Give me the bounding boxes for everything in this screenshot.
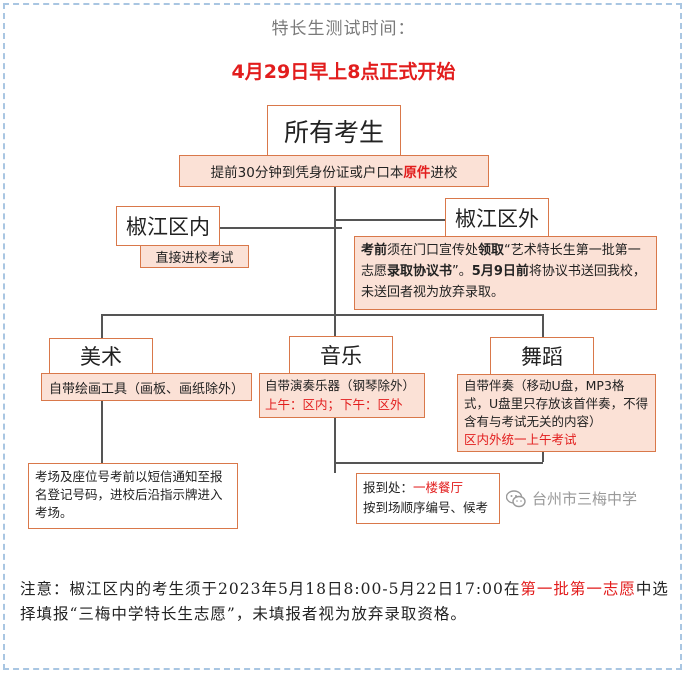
root-instruction-box: 提前30分钟到凭身份证或户口本原件进校 <box>179 155 489 187</box>
dance-box: 舞蹈 <box>490 337 594 375</box>
art-detail-box: 考场及座位号考前以短信通知至报名登记号码，进校后沿指示牌进入考场。 <box>28 463 238 529</box>
before-exam-text: 考前 <box>361 243 388 258</box>
connector <box>334 219 446 221</box>
notice-highlight: 第一批第一志愿 <box>520 580 636 598</box>
inner-instruction-box: 直接进校考试 <box>140 245 249 268</box>
morning-schedule: 上午：区内； <box>265 397 341 412</box>
page-frame <box>3 3 682 670</box>
dance-schedule-text: 区内外统一上午考试 <box>464 432 577 447</box>
watermark-text: 台州市三梅中学 <box>532 490 638 508</box>
afternoon-schedule: 下午：区外 <box>340 397 403 412</box>
notice-paragraph: 注意：椒江区内的考生须于2023年5月18日8:00-5月22日17:00在第一… <box>20 577 670 627</box>
connector <box>101 401 103 464</box>
original-document-text: 原件 <box>403 165 431 181</box>
outer-text: 须在门口宣传处 <box>387 243 479 258</box>
all-candidates-box: 所有考生 <box>267 105 401 156</box>
report-location-text: 报到处：一楼餐厅 <box>363 478 493 498</box>
art-box: 美术 <box>49 338 153 374</box>
page-title: 特长生测试时间： <box>271 19 416 39</box>
report-label: 报到处： <box>363 480 414 495</box>
start-time-banner: 4月29日早上8点正式开始 <box>231 61 456 83</box>
connector <box>334 187 336 227</box>
notice-text: 注意：椒江区内的考生须于2023年5月18日8:00-5月22日17:00在 <box>20 580 521 598</box>
connector <box>136 227 342 229</box>
deadline-text: 5月9日前 <box>471 264 529 279</box>
connector <box>542 314 544 338</box>
notice-text: 中选择填报“三梅中学特长生志愿”，未填报者视为放弃录取资格。 <box>20 580 669 623</box>
outer-text: ”。 <box>452 264 472 279</box>
outer-text: “艺术特长生第一批第一志愿 <box>361 243 641 279</box>
outer-text: 将协议书送回我校，未送回者视为放弃录取。 <box>361 264 646 300</box>
connector <box>101 314 543 316</box>
report-procedure-text: 按到场顺序编号、候考 <box>363 500 489 515</box>
collect-text: 领取 <box>478 243 505 258</box>
agreement-text: 录取协议书 <box>387 264 453 279</box>
report-place: 一楼餐厅 <box>413 480 464 495</box>
jiaojiang-outer-box: 椒江区外 <box>445 198 549 238</box>
root-instruction-text: 提前30分钟到凭身份证或户口本 <box>210 165 404 181</box>
connector <box>542 452 544 462</box>
connector <box>101 314 103 339</box>
report-location-box: 报到处：一楼餐厅 按到场顺序编号、候考 <box>356 473 500 524</box>
music-schedule-text: 上午：区内；下午：区外 <box>265 395 419 414</box>
dance-instruction-text: 自带伴奏（移动U盘，MP3格式，U盘里只存放该首伴奏，不得含有与考试无关的内容） <box>464 378 649 429</box>
wechat-icon <box>506 489 526 507</box>
connector <box>334 462 543 464</box>
root-instruction-end: 进校 <box>430 165 458 181</box>
watermark: 台州市三梅中学 <box>506 488 637 509</box>
art-instruction-box: 自带绘画工具（画板、画纸除外） <box>41 373 252 401</box>
outer-instruction-box: 考前须在门口宣传处领取“艺术特长生第一批第一志愿录取协议书”。5月9日前将协议书… <box>354 236 657 310</box>
music-box: 音乐 <box>289 336 393 374</box>
music-instruction-box: 自带演奏乐器（钢琴除外） 上午：区内；下午：区外 <box>259 373 425 418</box>
jiaojiang-inner-box: 椒江区内 <box>116 206 220 246</box>
connector <box>334 227 336 314</box>
connector <box>334 314 336 336</box>
connector <box>334 417 336 473</box>
music-instruction-text: 自带演奏乐器（钢琴除外） <box>265 378 416 393</box>
dance-instruction-box: 自带伴奏（移动U盘，MP3格式，U盘里只存放该首伴奏，不得含有与考试无关的内容）… <box>457 374 656 452</box>
